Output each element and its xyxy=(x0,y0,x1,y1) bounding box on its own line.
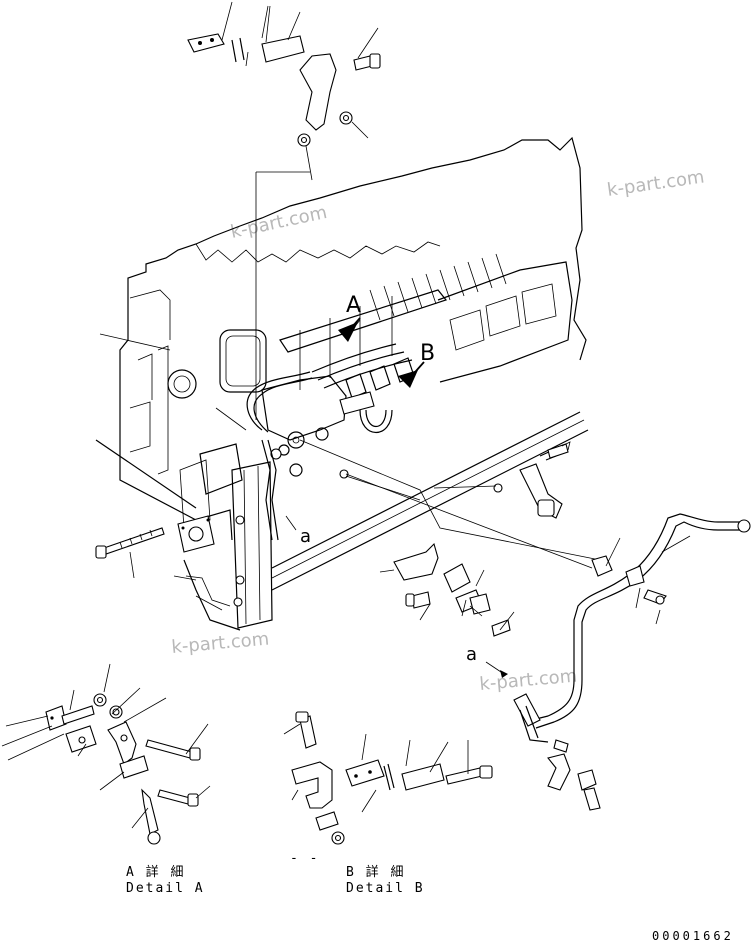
detail-b-group xyxy=(283,711,493,845)
callout-a-main: a xyxy=(285,515,311,547)
svg-text:B: B xyxy=(420,341,435,366)
detail-b-caption-jp: B 詳 細 xyxy=(346,864,405,880)
svg-text:a: a xyxy=(300,526,311,547)
document-number: 00001662 xyxy=(652,929,734,943)
detail-a-caption-jp: A 詳 細 xyxy=(126,864,185,880)
right-fittings xyxy=(433,441,621,577)
fuel-return-pipe xyxy=(513,513,751,811)
detail-a-caption-en: Detail A xyxy=(126,881,205,896)
fuel-feed-pipe xyxy=(246,371,311,431)
top-bracket-cluster xyxy=(187,1,381,181)
svg-text:a: a xyxy=(466,644,477,665)
leader-vertical xyxy=(255,171,310,420)
detail-b-caption-en: Detail B xyxy=(346,881,425,896)
middle-bracket-cluster xyxy=(379,542,515,637)
dash-mark: - - xyxy=(290,851,319,866)
long-bolt-left xyxy=(95,527,165,579)
callout-a-upper: A xyxy=(338,293,361,342)
engine-block xyxy=(95,136,589,631)
callout-a-pipe: a xyxy=(466,644,508,678)
flange-plate xyxy=(177,515,215,553)
watermark-top-right: k-part.com xyxy=(606,167,706,201)
detail-a-group xyxy=(1,663,211,845)
watermark-lower-right: k-part.com xyxy=(479,666,578,695)
svg-text:A: A xyxy=(346,293,361,318)
callout-b-upper: B xyxy=(398,341,435,388)
watermark-lower-left: k-part.com xyxy=(171,629,270,658)
watermark-upper-center: k-part.com xyxy=(229,202,329,243)
